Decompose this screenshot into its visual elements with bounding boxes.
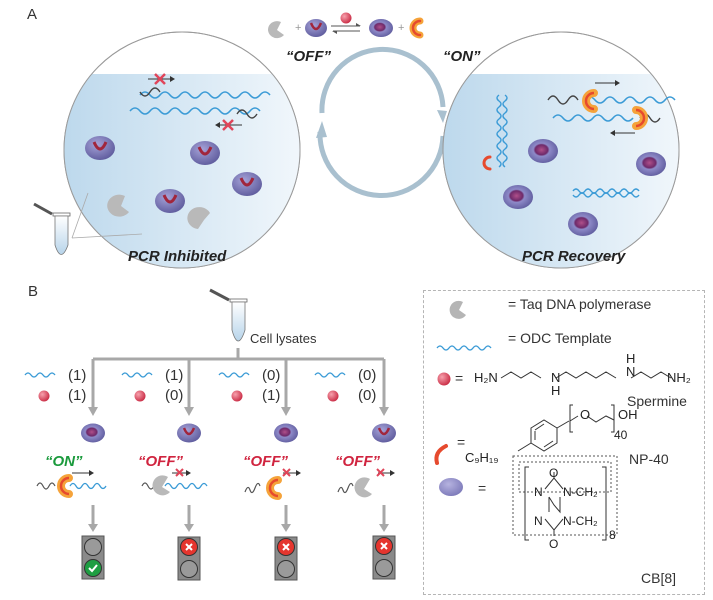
legend-equals: =: [455, 370, 464, 386]
traffic-light-green: [81, 535, 105, 580]
on-label: “ON”: [443, 48, 481, 65]
spermine-icon: [340, 12, 352, 24]
blocked-x-icon: [282, 468, 291, 477]
spermine-name: Spermine: [627, 393, 687, 409]
pcr-inhibited-circle: [63, 31, 301, 269]
cb8-n2: N: [534, 514, 543, 528]
odc-template-icon: [436, 345, 492, 351]
np40-repeat: 40: [614, 428, 628, 442]
branch-3-state: “OFF”: [243, 453, 288, 470]
np40-alkyl: C₉H₁₉: [465, 450, 499, 465]
cb8-nch2-2: N-CH₂: [563, 514, 598, 528]
spermine-icon: [437, 372, 451, 386]
tube-icon: [209, 288, 248, 342]
blocked-x-icon: [175, 468, 184, 477]
taq-polymerase-icon: [152, 475, 170, 496]
dna-template-strand: [129, 107, 261, 115]
blocked-x-icon: [154, 73, 166, 85]
cb8-icon: [439, 478, 463, 496]
taq-polymerase-icon: [107, 194, 129, 217]
svg-text:+: +: [295, 22, 301, 34]
branch-3-spermine-count: (1): [262, 387, 281, 404]
branch-2-state: “OFF”: [138, 453, 183, 470]
branch-4-icons: [314, 372, 396, 443]
spermine-n1: N: [551, 370, 561, 385]
legend-taq-label: = Taq DNA polymerase: [508, 296, 652, 312]
cb8-np40-complex: [190, 141, 220, 165]
off-label: “OFF”: [286, 48, 331, 65]
cb8-spermine-complex: [636, 152, 666, 176]
cell-lysates-label: Cell lysates: [250, 331, 317, 346]
dna-template-strand: [139, 91, 271, 99]
cb8-spermine-complex: [369, 19, 393, 37]
pcr-recovery-caption: PCR Recovery: [522, 248, 626, 265]
np40-icon: [482, 155, 492, 171]
branch-tree: [91, 348, 386, 408]
branch-1-template-count: (1): [68, 367, 87, 384]
legend-graphic: [434, 300, 672, 541]
blocked-x-icon: [222, 119, 234, 131]
branch-3-template-count: (0): [262, 367, 281, 384]
cb8-name: CB[8]: [641, 570, 677, 586]
legend-equals: =: [478, 480, 487, 496]
cb8-nch2-1: N-CH₂: [563, 485, 598, 499]
cb8-o-top: O: [549, 466, 559, 480]
pcr-recovery-circle: [442, 31, 680, 269]
branch-1-icons: [24, 372, 105, 443]
spermine-n2: N: [626, 364, 636, 379]
spermine-h1: H: [551, 383, 561, 398]
cb8-n1: N: [534, 485, 543, 499]
np40-name: NP-40: [629, 451, 669, 467]
panel-b-label: B: [28, 283, 39, 300]
primer-strand: [139, 87, 161, 97]
cb8-spermine-complex: [528, 139, 558, 163]
branch-2-template-count: (1): [165, 367, 184, 384]
taq-polymerase-icon: [187, 207, 210, 229]
branch-1-state: “ON”: [45, 453, 83, 470]
spermine-h2: H: [626, 351, 636, 366]
svg-text:+: +: [398, 22, 404, 34]
branch-4-template-count: (0): [358, 367, 377, 384]
np40-icon: [434, 444, 448, 465]
traffic-light-red: [372, 535, 396, 580]
panel-b-graphic: [24, 288, 396, 581]
pcr-inhibited-caption: PCR Inhibited: [128, 248, 227, 265]
branch-1-spermine-count: (1): [68, 387, 87, 404]
branch-4-spermine-count: (0): [358, 387, 377, 404]
equilibrium-equation: + +: [268, 12, 424, 39]
amplified-dna-icon: [496, 94, 502, 168]
cb8-o-bottom: O: [549, 537, 559, 551]
blocked-x-icon: [376, 468, 385, 477]
cycle-arrows-icon: [316, 47, 447, 198]
traffic-light-red: [274, 536, 298, 581]
primer-strand: [236, 109, 258, 119]
taq-polymerase-icon: [449, 300, 466, 319]
traffic-light-red: [177, 536, 201, 581]
branch-2-icons: [121, 372, 201, 443]
dna-template-strand: [552, 114, 634, 122]
cb8-np40-complex: [85, 136, 115, 160]
cb8-spermine-complex: [568, 212, 598, 236]
np40-oh: OH: [618, 407, 638, 422]
legend-template-label: = ODC Template: [508, 330, 612, 346]
legend-equals: =: [457, 434, 466, 450]
branch-3-icons: [218, 372, 298, 443]
cb8-repeat: 8: [609, 528, 616, 542]
taq-polymerase-icon: [354, 477, 372, 498]
tube-icon: [33, 202, 71, 255]
cb8-np40-complex: [232, 172, 262, 196]
cb8-np40-complex: [155, 189, 185, 213]
dna-template-strand: [584, 96, 676, 104]
legend-box: [423, 290, 705, 595]
panel-a-label: A: [27, 6, 38, 23]
primer-strand: [547, 95, 579, 105]
panel-a-graphic: + +: [33, 12, 680, 269]
cb8-spermine-complex: [503, 185, 533, 209]
branch-2-spermine-count: (0): [165, 387, 184, 404]
taq-polymerase-icon: [268, 21, 284, 39]
np40-o: O: [580, 407, 591, 422]
spermine-h2n: H₂N: [474, 370, 498, 385]
spermine-nh2: NH₂: [667, 370, 691, 385]
branch-4-state: “OFF”: [335, 453, 380, 470]
